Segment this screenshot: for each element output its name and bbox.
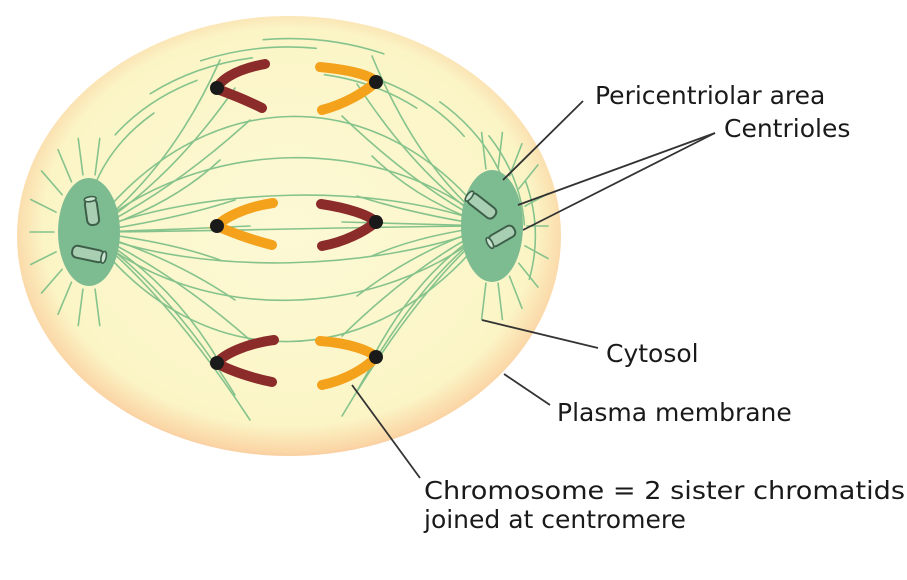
- label-plasma-membrane: Plasma membrane: [557, 398, 792, 427]
- label-pericentriolar-area: Pericentriolar area: [595, 81, 825, 110]
- spindle-fiber: [94, 288, 101, 327]
- centromere: [210, 219, 224, 233]
- spindle-fiber: [524, 245, 549, 260]
- spindle-fiber: [497, 282, 504, 321]
- spindle-fiber: [488, 135, 526, 226]
- centromere: [369, 75, 383, 89]
- cell: [17, 16, 561, 456]
- spindle-fiber: [88, 194, 493, 233]
- spindle-fiber: [149, 57, 254, 95]
- leader-centrioles-upper: [517, 132, 716, 206]
- spindle-fiber: [40, 170, 63, 196]
- spindle-fiber: [438, 100, 503, 177]
- spindle-fiber: [88, 225, 493, 233]
- spindle-fiber: [262, 37, 385, 55]
- chromosome-top: [210, 59, 383, 115]
- centromere: [210, 356, 224, 370]
- spindle-fiber: [480, 131, 487, 170]
- centriole-icon: [83, 195, 101, 227]
- label-chromosome-line1: Chromosome = 2 sister chromatids: [424, 476, 905, 505]
- leader-centrioles-lower: [522, 132, 716, 231]
- spindle-fiber: [57, 281, 73, 316]
- chromosome-bottom: [209, 335, 383, 390]
- chromosome-middle: [208, 198, 384, 251]
- spindle-fiber: [88, 156, 493, 233]
- leader-pericentriolar: [502, 100, 584, 181]
- spindle-fiber: [199, 46, 318, 62]
- spindle-fiber: [518, 164, 539, 190]
- label-chromosome-line2: joined at centromere: [423, 505, 686, 534]
- spindle-fiber: [77, 288, 84, 327]
- spindle-fiber: [57, 148, 73, 183]
- spindle-fiber: [88, 115, 493, 233]
- spindle-fiber: [114, 79, 198, 136]
- leader-lines: [351, 100, 716, 479]
- centriole-icon: [71, 244, 108, 265]
- spindle-fiber: [524, 180, 537, 281]
- spindle-fiber: [88, 225, 493, 343]
- spindle-fiber: [88, 225, 493, 264]
- centromere: [210, 81, 224, 95]
- spindle-fiber: [29, 198, 57, 213]
- label-centrioles: Centrioles: [724, 114, 850, 143]
- chromosomes: [208, 59, 384, 390]
- spindle-fiber: [508, 275, 523, 310]
- leader-cytosol: [481, 319, 599, 349]
- centromere: [369, 215, 383, 229]
- spindle-fiber: [88, 225, 493, 302]
- labels: Pericentriolar area Centrioles Cytosol P…: [423, 81, 905, 534]
- spindle-fiber: [29, 251, 57, 266]
- centromere: [369, 350, 383, 364]
- spindle-fiber: [77, 137, 84, 176]
- label-cytosol: Cytosol: [606, 339, 699, 368]
- centriole-icon: [464, 190, 498, 220]
- leader-plasma-membrane: [503, 373, 551, 406]
- plasma-membrane: [17, 16, 561, 456]
- leader-chromosome: [351, 384, 421, 479]
- spindle-fiber: [96, 112, 155, 181]
- centrosome-right: [461, 170, 523, 282]
- centriole-icon: [485, 224, 517, 250]
- spindle-fiber: [480, 282, 487, 321]
- spindle-fiber: [382, 80, 466, 138]
- pericentriolar-area-right: [461, 170, 523, 282]
- spindle-fiber: [518, 262, 539, 288]
- spindle-fiber: [94, 137, 101, 176]
- spindle-fiber: [40, 268, 63, 294]
- pericentriolar-area-left: [58, 178, 120, 286]
- centrosome-left: [58, 178, 120, 286]
